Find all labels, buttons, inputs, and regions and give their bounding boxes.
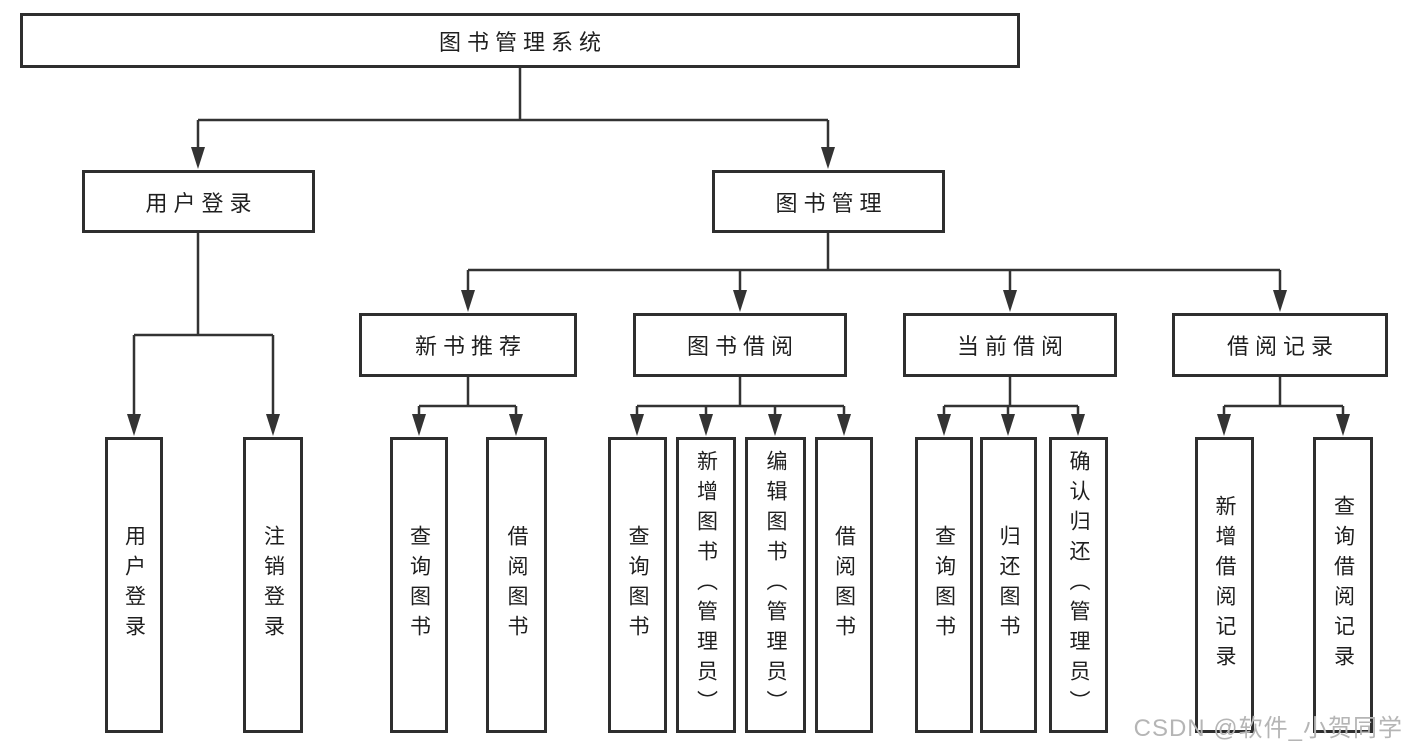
leaf-label: 注销登录 bbox=[261, 525, 285, 645]
node-book-borrow: 图书借阅 bbox=[633, 313, 847, 377]
leaf-label: 归还图书 bbox=[997, 525, 1020, 645]
node-root: 图书管理系统 bbox=[20, 13, 1020, 68]
leaf-label: 新增借阅记录 bbox=[1213, 495, 1236, 675]
leaf-user-login: 用户登录 bbox=[105, 437, 163, 733]
leaf-label: 确认归还（管理员） bbox=[1067, 450, 1090, 720]
leaf-label: 用户登录 bbox=[122, 525, 146, 645]
leaf-borrow-books-2: 借阅图书 bbox=[815, 437, 873, 733]
leaf-query-borrow-record: 查询借阅记录 bbox=[1313, 437, 1373, 733]
leaf-label: 编辑图书（管理员） bbox=[764, 450, 787, 720]
node-current-borrow-label: 当前借阅 bbox=[956, 334, 1069, 359]
leaf-logout: 注销登录 bbox=[243, 437, 303, 733]
watermark: CSDN @软件_小贺同学 bbox=[1133, 715, 1403, 742]
leaf-borrow-books-1: 借阅图书 bbox=[486, 437, 547, 733]
leaf-label: 借阅图书 bbox=[505, 525, 528, 645]
leaf-query-books-3: 查询图书 bbox=[915, 437, 973, 733]
node-book-management: 图书管理 bbox=[712, 170, 945, 233]
arrowheads bbox=[127, 147, 1350, 436]
leaf-label: 查询借阅记录 bbox=[1331, 495, 1355, 675]
node-new-book-recommend: 新书推荐 bbox=[359, 313, 577, 377]
leaf-add-books-admin: 新增图书（管理员） bbox=[676, 437, 736, 733]
node-book-borrow-label: 图书借阅 bbox=[686, 334, 799, 359]
leaf-add-borrow-record: 新增借阅记录 bbox=[1195, 437, 1254, 733]
node-current-borrow: 当前借阅 bbox=[903, 313, 1117, 377]
node-borrow-records: 借阅记录 bbox=[1172, 313, 1388, 377]
leaf-label: 查询图书 bbox=[407, 525, 431, 645]
node-user-login-label: 用户登录 bbox=[145, 190, 258, 216]
leaf-label: 新增图书（管理员） bbox=[694, 450, 718, 720]
node-user-login: 用户登录 bbox=[82, 170, 315, 233]
node-new-book-recommend-label: 新书推荐 bbox=[414, 334, 527, 359]
node-book-management-label: 图书管理 bbox=[775, 190, 888, 216]
leaf-label: 查询图书 bbox=[626, 525, 649, 645]
leaf-return-books: 归还图书 bbox=[980, 437, 1037, 733]
leaf-edit-books-admin: 编辑图书（管理员） bbox=[745, 437, 806, 733]
leaf-query-books-2: 查询图书 bbox=[608, 437, 667, 733]
leaf-query-books-1: 查询图书 bbox=[390, 437, 448, 733]
leaf-label: 查询图书 bbox=[932, 525, 956, 645]
node-root-label: 图书管理系统 bbox=[438, 29, 607, 55]
leaf-label: 借阅图书 bbox=[832, 525, 856, 645]
leaf-confirm-return-admin: 确认归还（管理员） bbox=[1049, 437, 1108, 733]
connector-paths bbox=[132, 67, 1345, 417]
node-borrow-records-label: 借阅记录 bbox=[1226, 334, 1339, 359]
